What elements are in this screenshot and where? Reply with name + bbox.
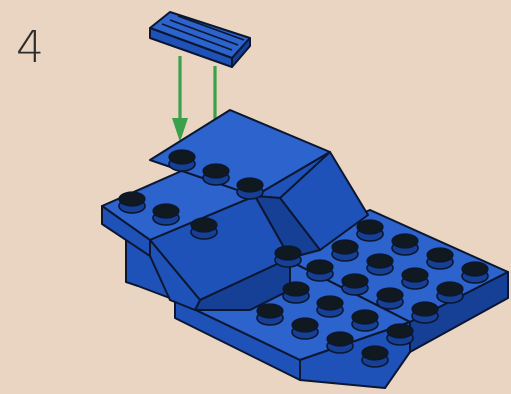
- stud: [357, 220, 383, 241]
- stud: [412, 302, 438, 323]
- stud: [332, 240, 358, 261]
- stud: [283, 282, 309, 303]
- stud: [362, 346, 388, 367]
- stud: [427, 248, 453, 269]
- stud: [257, 304, 283, 325]
- stud: [237, 178, 263, 199]
- stud: [437, 282, 463, 303]
- tile-piece: [150, 12, 250, 67]
- stud: [377, 288, 403, 309]
- stud: [191, 218, 217, 239]
- stud: [327, 332, 353, 353]
- stud: [275, 246, 301, 267]
- stud: [119, 192, 145, 213]
- stud: [387, 324, 413, 345]
- stud: [352, 310, 378, 331]
- stud: [317, 296, 343, 317]
- stud: [307, 260, 333, 281]
- stud: [367, 254, 393, 275]
- stud: [292, 318, 318, 339]
- stud: [462, 262, 488, 283]
- stud: [402, 268, 428, 289]
- stud: [169, 150, 195, 171]
- down-arrow-icon: [172, 56, 188, 142]
- stud: [342, 274, 368, 295]
- stud: [153, 204, 179, 225]
- stud: [392, 234, 418, 255]
- stud: [203, 164, 229, 185]
